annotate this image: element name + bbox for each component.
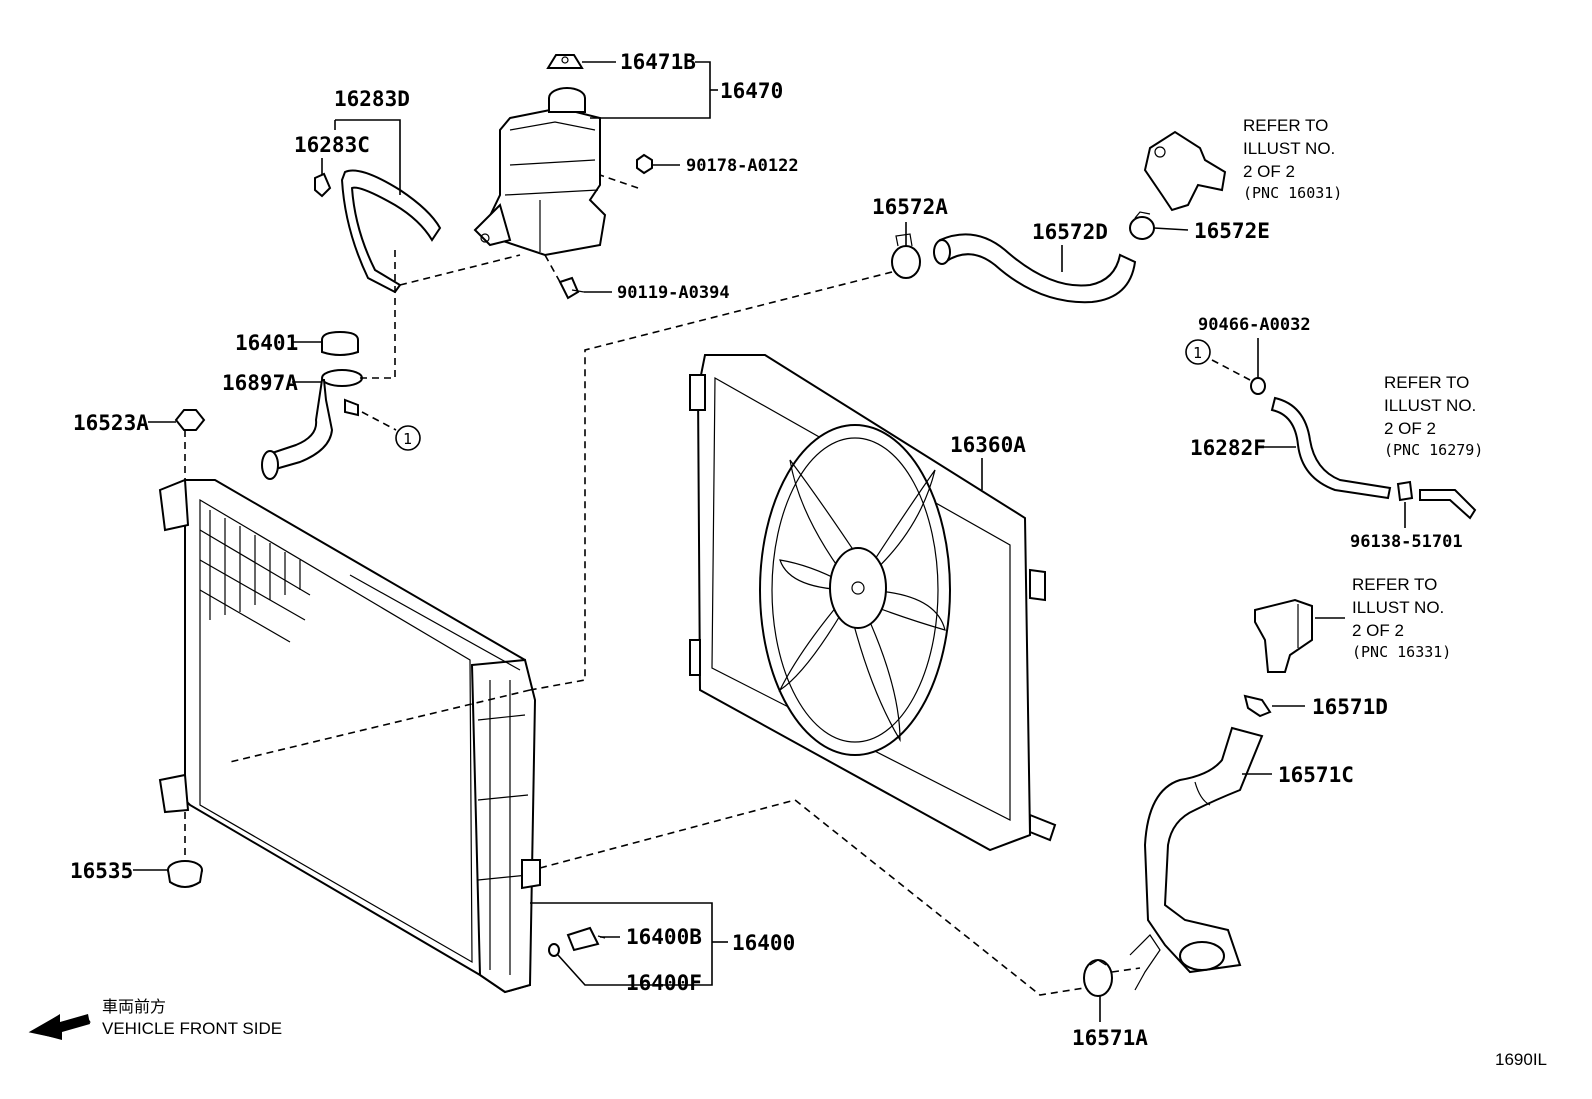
clamp-16571A [1083,959,1113,997]
fan-shroud [689,354,1057,852]
label-90178: 90178-A0122 [686,156,799,176]
overflow-hose [314,169,442,294]
vehicle-front-arrow [28,1014,91,1040]
refer-note-thermostat: REFER TO ILLUST NO. 2 OF 2 (PNC 16031) [1243,116,1342,202]
label-16401: 16401 [235,331,298,355]
label-16572A: 16572A [872,195,948,219]
refer-line2: ILLUST NO. [1243,139,1335,158]
label-16360A: 16360A [950,433,1026,457]
reservoir-cap [546,54,584,69]
thermostat-housing [1143,130,1227,212]
refer-line1: REFER TO [1352,575,1437,594]
label-90466: 90466-A0032 [1198,315,1311,335]
refer-line3: 2 OF 2 [1384,419,1436,438]
nut-90178 [636,153,653,175]
label-16571A: 16571A [1072,1026,1148,1050]
label-16523A: 16523A [73,411,149,435]
label-16283C: 16283C [294,133,370,157]
clamp-96138 [1396,480,1414,502]
refer-line1: REFER TO [1243,116,1328,135]
leader-lines [133,61,1406,1022]
refer-note-bypass: REFER TO ILLUST NO. 2 OF 2 (PNC 16279) [1384,373,1483,459]
part-labels: 16471B 16470 16283D 16283C 90178-A0122 9… [70,50,1463,1050]
label-16572D: 16572D [1032,220,1108,244]
refer-line3: 2 OF 2 [1243,162,1295,181]
clamp-16572E [1129,211,1155,240]
refer-pnc: (PNC 16331) [1352,643,1451,661]
o-ring [548,943,560,957]
drain-cock [566,926,606,952]
label-16283D: 16283D [334,87,410,111]
label-90119: 90119-A0394 [617,283,730,303]
direction-label-jp: 車両前方 [102,997,166,1016]
label-16535: 16535 [70,859,133,883]
refer-line2: ILLUST NO. [1384,396,1476,415]
lower-hose [1129,726,1264,991]
refer-line2: ILLUST NO. [1352,598,1444,617]
refer-note-outlet: REFER TO ILLUST NO. 2 OF 2 (PNC 16331) [1352,575,1451,661]
label-16471B: 16471B [620,50,696,74]
label-16572E: 16572E [1194,219,1270,243]
refer-pnc: (PNC 16279) [1384,441,1483,459]
label-16400B: 16400B [626,925,702,949]
clip-90466 [1250,377,1266,395]
radiator-cap [321,330,359,356]
upper-hose [933,233,1137,304]
callout-marker-1-right-label: 1 [1193,344,1202,362]
water-outlet [1254,598,1313,673]
bypass-pipe [1419,489,1477,520]
label-16571C: 16571C [1278,763,1354,787]
sensor-16571D [1243,694,1272,718]
bypass-hose [1270,396,1392,500]
grommet-16523A [174,409,206,431]
label-96138: 96138-51701 [1350,532,1463,552]
radiator [158,478,541,994]
callout-marker-1: 1 [395,425,421,451]
label-16400: 16400 [732,931,795,955]
label-16470: 16470 [720,79,783,103]
refer-line3: 2 OF 2 [1352,621,1404,640]
callout-marker-1-label: 1 [403,430,412,448]
label-16282F: 16282F [1190,436,1266,460]
label-16897A: 16897A [222,371,298,395]
bolt-90119 [558,276,585,300]
mount-16535 [167,860,203,888]
filler-neck [261,369,363,480]
refer-line1: REFER TO [1384,373,1469,392]
refer-pnc: (PNC 16031) [1243,184,1342,202]
reservoir-tank [473,87,607,257]
diagram-code: 1690IL [1495,1050,1547,1069]
direction-label-en: VEHICLE FRONT SIDE [102,1019,282,1038]
dashed-lines [184,174,1251,996]
callout-marker-1-right: 1 [1185,339,1211,365]
label-16400F: 16400F [626,971,702,995]
label-16571D: 16571D [1312,695,1388,719]
